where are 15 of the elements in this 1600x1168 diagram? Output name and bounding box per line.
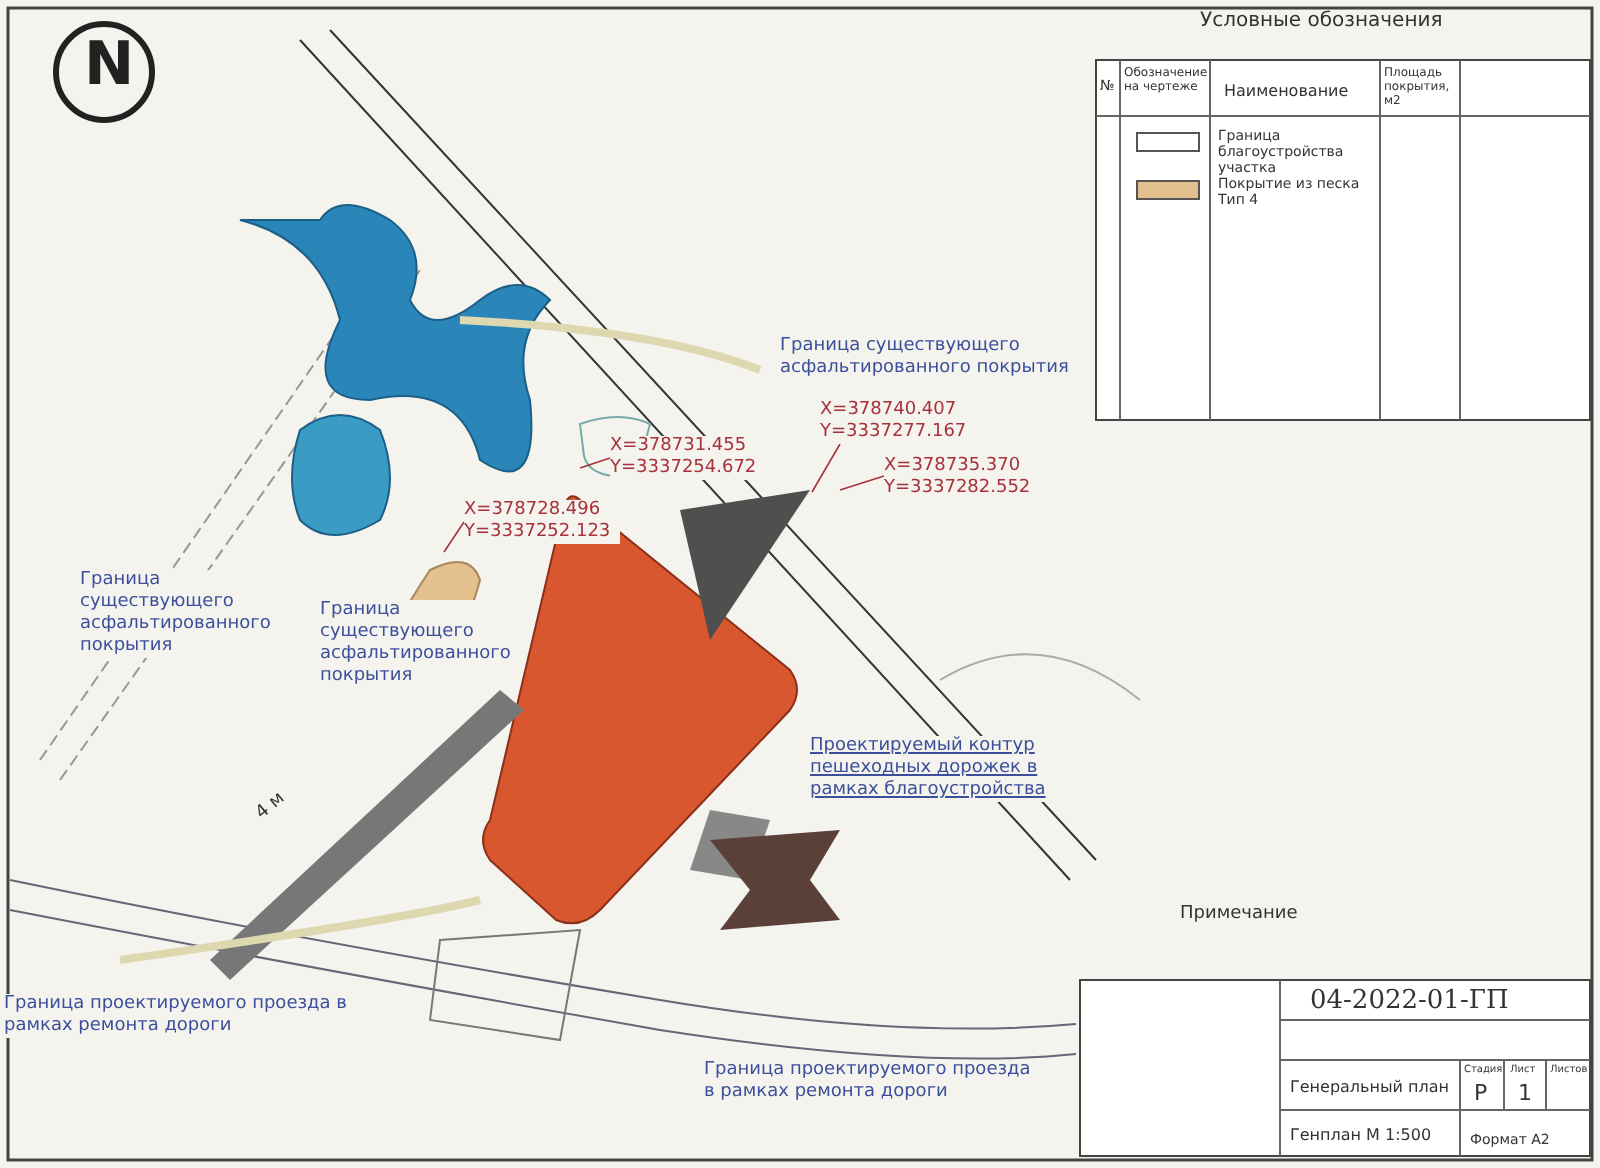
coordinate-label: X=378728.496 Y=3337252.123 [464, 500, 620, 544]
note-heading: Примечание [1180, 904, 1298, 926]
dimension-label: 4 м [252, 788, 291, 826]
leader-line [443, 521, 465, 553]
drawing-code: 04-2022-01-ГП [1310, 986, 1509, 1016]
leader-line [811, 443, 841, 493]
legend-heading: Условные обозначения [1200, 10, 1443, 32]
sheet-title: Генеральный план [1290, 1076, 1450, 1098]
scale-label: Генплан М 1:500 [1290, 1124, 1432, 1146]
north-letter: N [84, 32, 135, 100]
leader-line [839, 475, 885, 491]
stage-value: Р [1474, 1082, 1488, 1106]
leader-line [579, 457, 611, 469]
sheet-number: 1 [1518, 1082, 1532, 1106]
column-header: Наименование [1224, 80, 1349, 102]
